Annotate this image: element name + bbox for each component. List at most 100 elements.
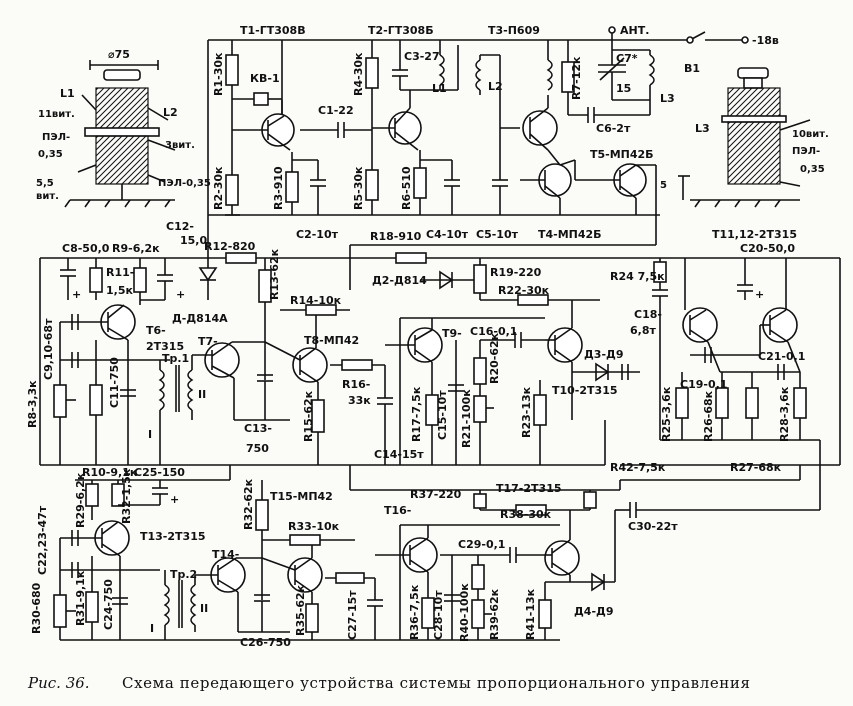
r10-label: R10-9,1к [82,466,138,479]
coil-tap-a: 5,5 [36,178,54,189]
c13-label-b: 750 [246,442,269,455]
coil-l2-wire: ПЭЛ-0,35 [158,178,211,189]
d3-label: Д3-Д9 [584,348,623,361]
tp1-winding-2: II [198,388,206,401]
figure-caption: Рис. 36. Схема передающего устройства си… [27,674,751,692]
c13-label-a: С13- [244,422,272,435]
switch-label: В1 [684,62,700,75]
caption-prefix: Рис. 36. [27,674,90,692]
c11-label: С11-750 [108,357,121,408]
r33-label: R33-10к [288,520,340,533]
c18-label-a: С18- [634,308,662,321]
c19-label: С19-0,1 [680,378,727,391]
t16-label: Т16- [384,504,411,517]
t7-label: Т7- [198,335,218,348]
c28-label: С28-10т [432,590,445,640]
caption-text: Схема передающего устройства системы про… [122,674,751,692]
r22-label: R22-30к [498,284,550,297]
r11-label-a: R11- [106,266,134,279]
c26-label: С26-750 [240,636,291,649]
tp2-label: Тр.2 [170,568,197,581]
c29-label: С29-0,1 [458,538,505,551]
c30-label: С30-22т [628,520,678,533]
coil-l3-turns: 10вит. [792,129,829,140]
coil-diameter-label: ⌀75 [108,48,130,61]
t13-label: Т13-2Т315 [140,530,206,543]
r3-label: R3-910 [272,166,285,210]
r30-label: R30-680 [30,582,43,634]
t5-label: Т5-МП42Б [590,148,654,161]
d1-label: Д-Д814А [172,312,228,325]
r20-label: R20-62к [488,332,501,384]
c4-label: С4-10т [426,228,469,241]
r14-label: R14-10к [290,294,342,307]
c25-plus: + [170,493,179,506]
c16-label: С16-0,1 [470,325,517,338]
r23-label: R23-13к [520,386,533,438]
c21-label: С21-0,1 [758,350,805,363]
c7-label-a: С7* [616,52,638,65]
tp2-winding-2: II [200,602,208,615]
r5-label: R5-30к [352,166,365,210]
c8-plus: + [72,288,81,301]
c3-label: С3-27 [404,50,440,63]
coil-l3-wire-b: 0,35 [800,164,825,175]
coil-assembly-right: L3 10вит. ПЭЛ- 0,35 5 [660,67,829,208]
r24-label: R24 7,5к [610,270,665,283]
coil-l3-dim: 5 [660,180,667,191]
c-plus-mid: + [176,288,185,301]
c14-label: С14-15т [374,448,424,461]
r1-label: R1-30к [212,52,225,96]
r4-label: R4-30к [352,52,365,96]
c9-label: С9,10-68т [42,318,55,380]
t10-label: Т10-2Т315 [552,384,618,397]
c22-label: С22,23-47т [36,505,49,575]
t4-label: Т4-МП42Б [538,228,602,241]
t8-label: Т8-МП42 [304,334,359,347]
c8-label: С8-50,0 [62,242,110,255]
r16-label-b: 33к [348,394,371,407]
r41-label: R41-13к [524,588,537,640]
c2-label: С2-10т [296,228,339,241]
r19-label: R19-220 [490,266,542,279]
t11-label: Т11,12-2Т315 [712,228,797,241]
c12-label-a: С12- [166,220,194,233]
r32a-label: R32-1,5к [120,468,133,524]
c15-label: С15-10т [436,390,449,440]
r39-label: R39-62к [488,588,501,640]
r11-label-b: 1,5к [106,284,133,297]
c24-label: С24-750 [102,579,115,630]
t14-label: Т14- [212,548,239,561]
d2-label: Д2-Д814 [372,274,427,287]
tp1-winding-1: I [148,428,152,441]
coil-l3-label: L3 [695,122,710,135]
r29-label: R29-6,2к [74,472,87,528]
c12-label-b: 15,0 [180,234,207,247]
supply-label: -18в [752,34,779,47]
c25-label: С25-150 [134,466,185,479]
coil-l1-turns: 11вит. [38,109,75,120]
c18-label-b: 6,8т [630,324,656,337]
r32b-label: R32-62к [242,478,255,530]
coil-l2-label: L2 [163,106,178,119]
r15-label: R15-62к [302,390,315,442]
rf-section: Т1-ГТ308В Т2-ГТ308Б Т3-П609 АНТ. -18в В1… [207,24,797,245]
tp1-label: Тр.1 [162,352,189,365]
coil-l3-wire-a: ПЭЛ- [792,146,820,157]
t3-label: Т3-П609 [488,24,540,37]
r16-label-a: R16- [342,378,370,391]
t15-label: Т15-МП42 [270,490,333,503]
c5-label: С5-10т [476,228,519,241]
c20-label: С20-50,0 [740,242,795,255]
t9-label: Т9- [442,327,462,340]
channel-two-section: + [30,440,821,649]
r37-label: R37-220 [410,488,462,501]
r9-label: R9-6,2к [112,242,160,255]
tp2-winding-1: I [150,622,154,635]
coil-tap-b: вит. [36,191,59,202]
l3-label: L3 [660,92,675,105]
c7-label-b: 15 [616,82,631,95]
coil-assembly-left: ⌀75 L1 L2 11вит. ПЭЛ- 0,35 3вит. ПЭЛ-0,3… [36,48,211,208]
r27-label: R27-68к [730,461,782,474]
